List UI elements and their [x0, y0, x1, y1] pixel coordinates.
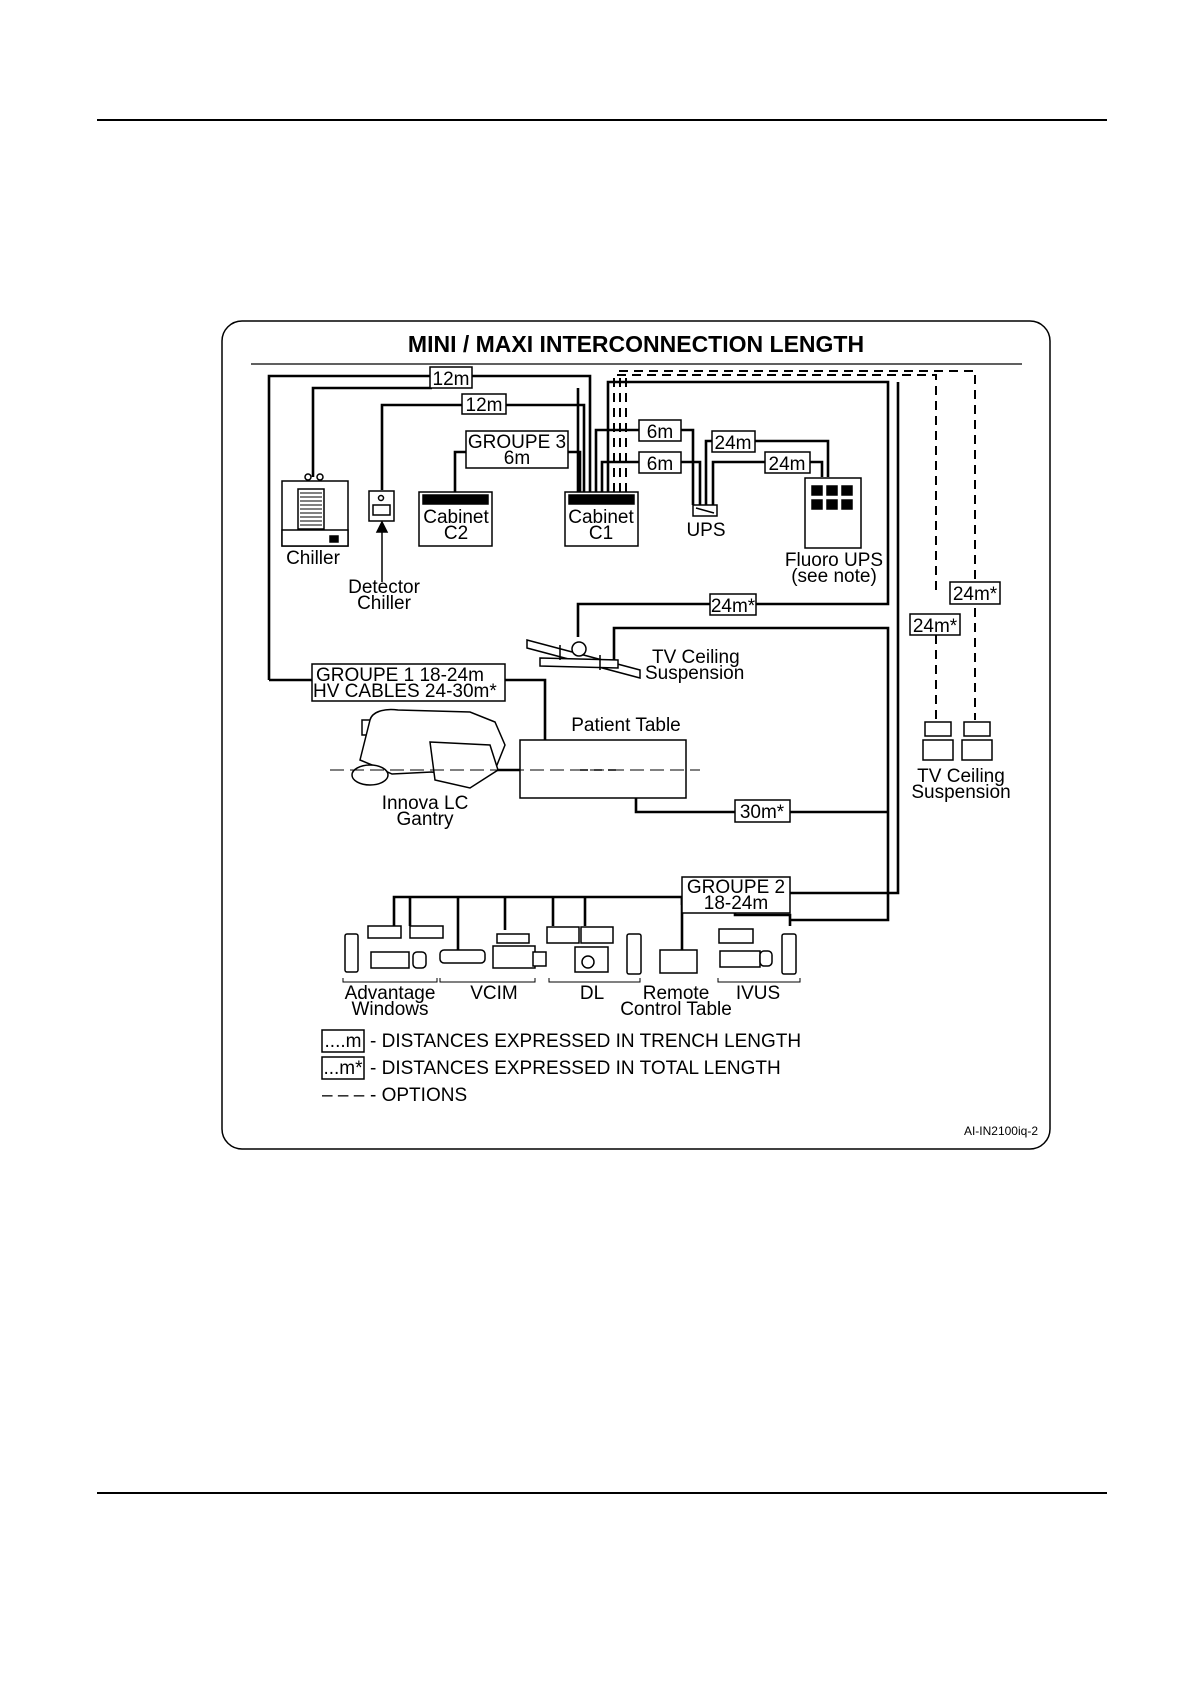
figure-reference: AI-IN2100iq-2 — [964, 1124, 1038, 1138]
cabinet-c2-label-1: Cabinet — [423, 507, 489, 528]
groupe2-label-1: GROUPE 2 — [687, 877, 785, 898]
cabinet-c1-label-2: C1 — [589, 523, 613, 544]
length-boxes — [311, 366, 1001, 914]
groupe1-label-2: HV CABLES 24-30m* — [313, 681, 497, 702]
gantry-icon — [351, 708, 506, 789]
fluoro-ups-label-2: (see note) — [791, 566, 877, 587]
detector-chiller-label-2: Chiller — [357, 593, 412, 614]
vcim-label: VCIM — [470, 983, 518, 1004]
chiller-icon — [281, 473, 349, 547]
footer-rule — [97, 1492, 1107, 1494]
legend: ....m - DISTANCES EXPRESSED IN TRENCH LE… — [321, 1029, 801, 1106]
console-equipment-icons — [344, 925, 797, 975]
advantage-label-1: Advantage — [345, 983, 436, 1004]
groupe2-label-2: 18-24m — [704, 893, 768, 914]
cabinet-c1-icon — [564, 491, 639, 547]
len-24m-b: 24m — [769, 454, 806, 475]
len-24m-opt-b: 24m* — [913, 616, 958, 637]
legend-options-dash: – – – — [322, 1085, 365, 1106]
tv-ceiling-right-label-2: Suspension — [911, 782, 1010, 803]
detector-chiller-icon — [368, 490, 395, 522]
gantry-label-2: Gantry — [396, 809, 454, 830]
console-group-brackets — [342, 978, 801, 983]
detector-chiller-label-1: Detector — [348, 577, 420, 598]
tv-ceiling-label-2: Suspension — [645, 663, 744, 684]
cabinet-c2-label-2: C2 — [444, 523, 468, 544]
diagram-frame — [221, 320, 1051, 1150]
header-rule — [97, 119, 1107, 121]
ivus-label: IVUS — [736, 983, 780, 1004]
remote-label-1: Remote — [643, 983, 710, 1004]
groupe3-label-1: GROUPE 3 — [468, 432, 566, 453]
legend-total-box: ...m* — [323, 1058, 363, 1079]
fluoro-ups-icon — [804, 477, 862, 549]
cabinet-c2-icon — [418, 491, 493, 547]
len-24m-opt-a: 24m* — [953, 584, 998, 605]
diagram-title: MINI / MAXI INTERCONNECTION LENGTH — [408, 331, 864, 357]
dl-label: DL — [580, 983, 604, 1004]
advantage-label-2: Windows — [351, 999, 428, 1020]
tv-ceiling-right-icon — [922, 721, 993, 761]
len-6m-b: 6m — [647, 454, 673, 475]
patient-table-icon — [519, 739, 687, 799]
len-12m-a: 12m — [433, 369, 470, 390]
ups-icon — [692, 504, 718, 517]
legend-total-text: - DISTANCES EXPRESSED IN TOTAL LENGTH — [370, 1058, 781, 1079]
len-24m-tv: 24m* — [711, 596, 756, 617]
legend-options-text: - OPTIONS — [370, 1085, 467, 1106]
len-12m-b: 12m — [466, 395, 503, 416]
ups-label: UPS — [686, 520, 725, 541]
fluoro-ups-label-1: Fluoro UPS — [785, 550, 883, 571]
legend-trench-box: ....m — [325, 1031, 362, 1052]
option-lines — [613, 370, 976, 720]
cabinet-c1-label-1: Cabinet — [568, 507, 634, 528]
groupe3-label-2: 6m — [504, 448, 530, 469]
gantry-label-1: Innova LC — [382, 793, 469, 814]
remote-label-2: Control Table — [620, 999, 732, 1020]
tv-ceiling-label-1: TV Ceiling — [652, 647, 740, 668]
len-24m-a: 24m — [715, 433, 752, 454]
tv-ceiling-right-label-1: TV Ceiling — [917, 766, 1005, 787]
groupe1-label-1: GROUPE 1 18-24m — [316, 665, 484, 686]
legend-trench-text: - DISTANCES EXPRESSED IN TRENCH LENGTH — [370, 1031, 801, 1052]
len-6m-a: 6m — [647, 422, 673, 443]
len-30m: 30m* — [740, 802, 785, 823]
tv-ceiling-suspension-icon — [526, 639, 641, 679]
detector-chiller-arrow — [375, 520, 389, 582]
chiller-label: Chiller — [286, 548, 341, 569]
patient-table-label: Patient Table — [571, 715, 681, 736]
